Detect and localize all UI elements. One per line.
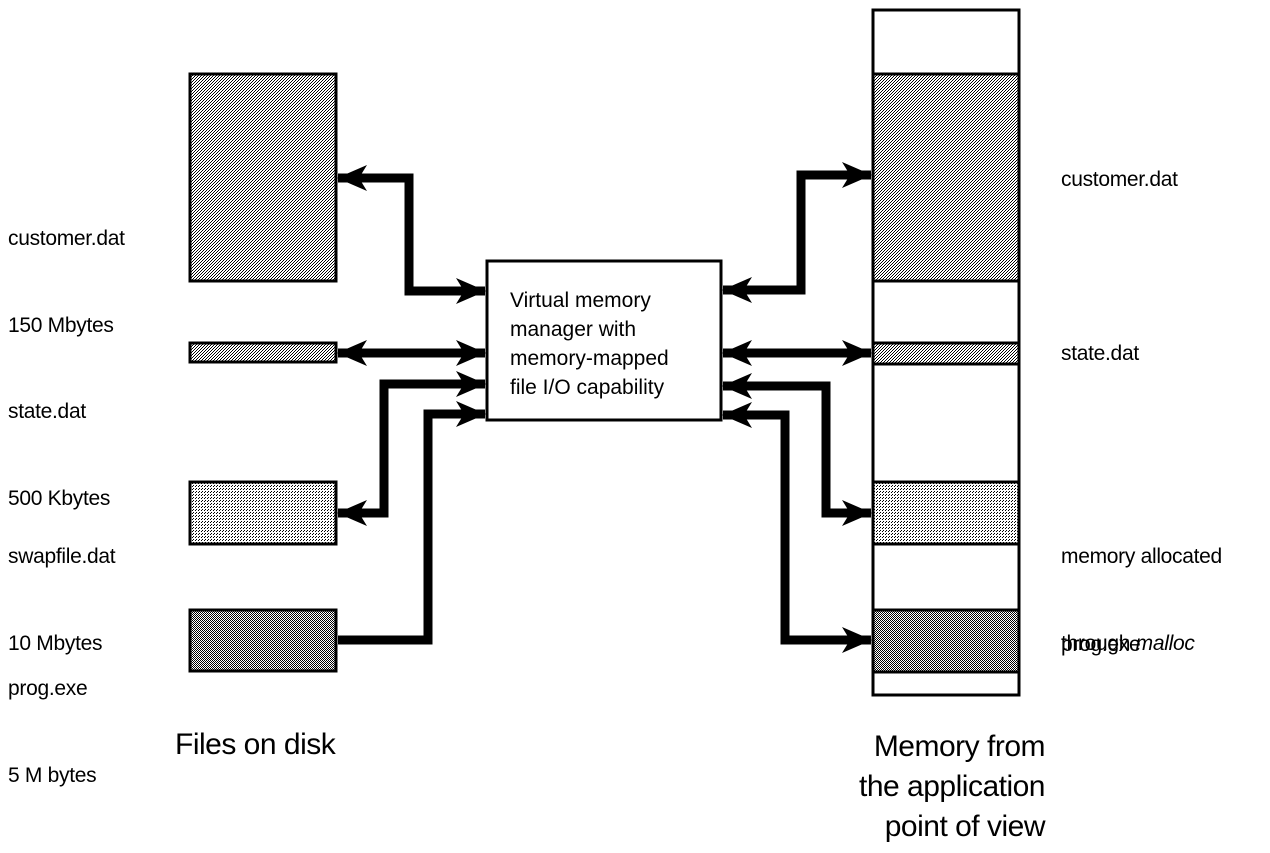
memory-column xyxy=(871,8,1021,697)
disk-file-label: state.dat 500 Kbytes xyxy=(8,339,110,542)
vmm-label-line: memory-mapped xyxy=(510,347,669,370)
disk-file-name: swapfile.dat xyxy=(8,545,116,568)
malloc-keyword: malloc xyxy=(1135,632,1195,655)
disk-file-customer-box xyxy=(188,72,338,283)
arrow-prog-disk-vmm xyxy=(338,401,486,645)
memory-region-state xyxy=(871,341,1021,366)
caption-files-on-disk: Files on disk xyxy=(175,728,336,761)
memory-region-empty xyxy=(871,362,1021,484)
vmm-label-line: Virtual memory xyxy=(510,289,651,312)
memory-region-label-line: through malloc xyxy=(1061,629,1222,658)
disk-file-label: customer.dat 150 Mbytes xyxy=(8,166,125,369)
memory-region-label: state.dat xyxy=(1061,342,1139,365)
disk-file-name: prog.exe xyxy=(8,677,88,700)
disk-file-name: state.dat xyxy=(8,400,86,423)
memory-region-empty xyxy=(871,8,1021,76)
disk-file-size: 10 Mbytes xyxy=(8,632,103,655)
vmm-box xyxy=(485,259,723,422)
disk-file-prog-box xyxy=(188,608,338,673)
memory-region-empty xyxy=(871,542,1021,612)
arrow-vmm-malloc-mem xyxy=(722,373,872,526)
memory-region-customer xyxy=(871,72,1021,283)
disk-file-state-box xyxy=(188,341,338,364)
memory-region-malloc xyxy=(871,480,1021,546)
memory-region-label: memory allocated through malloc xyxy=(1061,484,1222,687)
memory-region-empty xyxy=(871,279,1021,345)
disk-file-label: prog.exe 5 M bytes xyxy=(8,616,97,819)
memory-region-label: customer.dat xyxy=(1061,168,1178,191)
disk-file-size: 150 Mbytes xyxy=(8,314,114,337)
disk-file-swapfile-box xyxy=(188,480,338,546)
arrow-customer-disk-vmm xyxy=(337,165,486,304)
malloc-prefix: through xyxy=(1061,632,1136,655)
disk-file-size: 500 Kbytes xyxy=(8,487,111,510)
disk-file-label: swapfile.dat 10 Mbytes xyxy=(8,484,116,687)
memory-region-label-line: memory allocated xyxy=(1061,545,1222,568)
caption-line: the application xyxy=(859,770,1045,803)
arrow-vmm-prog-mem xyxy=(722,402,872,653)
vmm-label-line: manager with xyxy=(510,318,637,341)
memory-region-prog xyxy=(871,608,1021,674)
vmm-label-line: file I/O capability xyxy=(510,376,665,399)
arrow-swapfile-disk-vmm xyxy=(337,371,486,526)
caption-line: point of view xyxy=(884,810,1046,843)
arrow-vmm-customer-mem xyxy=(722,162,872,303)
disk-file-size: 5 M bytes xyxy=(8,764,97,787)
memory-region-empty xyxy=(871,670,1021,697)
disk-file-name: customer.dat xyxy=(8,227,125,250)
memory-region-label: prog.exe xyxy=(1061,633,1141,656)
vmm-label: Virtual memory manager with memory-mappe… xyxy=(510,286,720,402)
caption-memory-view: Memory from the application point of vie… xyxy=(780,727,1045,847)
caption-line: Memory from xyxy=(873,730,1046,763)
